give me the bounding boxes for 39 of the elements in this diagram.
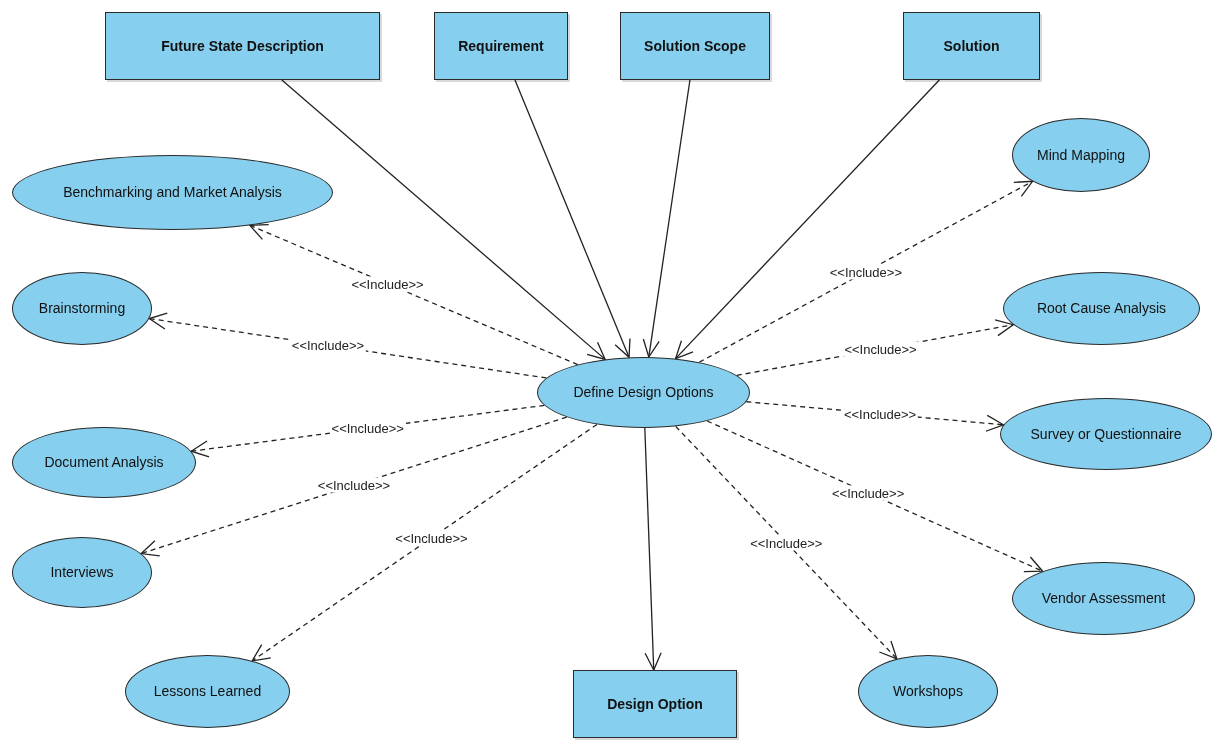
edge-label: <<Include>> xyxy=(329,420,406,436)
node-label: Lessons Learned xyxy=(153,683,262,700)
edge-label: <<Include>> xyxy=(830,485,907,501)
node-label: Mind Mapping xyxy=(1037,146,1125,164)
dashed-arrow xyxy=(251,423,598,662)
node-label: Design Option xyxy=(607,695,703,713)
edge-label: <<Include>> xyxy=(842,341,919,357)
node-label: Root Cause Analysis xyxy=(1036,300,1167,317)
dashed-arrow xyxy=(140,416,568,557)
node-label: Solution xyxy=(943,37,1000,55)
arrow xyxy=(644,427,662,671)
artifact-box xyxy=(105,12,380,80)
artifact-box xyxy=(573,670,737,738)
arrow xyxy=(642,79,691,358)
edge-label: <<Include>> xyxy=(349,276,426,292)
node-label: Vendor Assessment xyxy=(1041,590,1166,607)
node-label: Solution Scope xyxy=(644,37,746,55)
artifact-box xyxy=(620,12,770,80)
node-label: Benchmarking and Market Analysis xyxy=(63,184,282,201)
node-label: Requirement xyxy=(458,37,544,55)
dashed-arrow xyxy=(706,420,1044,573)
dashed-arrow xyxy=(698,180,1034,363)
node-label: Brainstorming xyxy=(38,300,126,317)
arrow xyxy=(281,79,606,361)
artifact-box xyxy=(903,12,1040,80)
node-label: Workshops xyxy=(893,683,963,700)
edge-label: <<Include>> xyxy=(748,535,825,551)
node-label: Survey or Questionnaire xyxy=(1030,425,1182,443)
dashed-arrow xyxy=(249,224,579,366)
node-label: Document Analysis xyxy=(44,454,164,471)
edge-label: <<Include>> xyxy=(393,530,470,546)
node-label: Define Design Options xyxy=(573,384,714,401)
edge-label: <<Include>> xyxy=(289,337,367,353)
artifact-box xyxy=(434,12,568,80)
node-label: Interviews xyxy=(50,564,114,581)
arrow xyxy=(514,79,631,358)
edge-label: <<Include>> xyxy=(315,477,393,493)
edge-label: <<Include>> xyxy=(827,264,904,280)
node-label: Future State Description xyxy=(161,37,324,55)
